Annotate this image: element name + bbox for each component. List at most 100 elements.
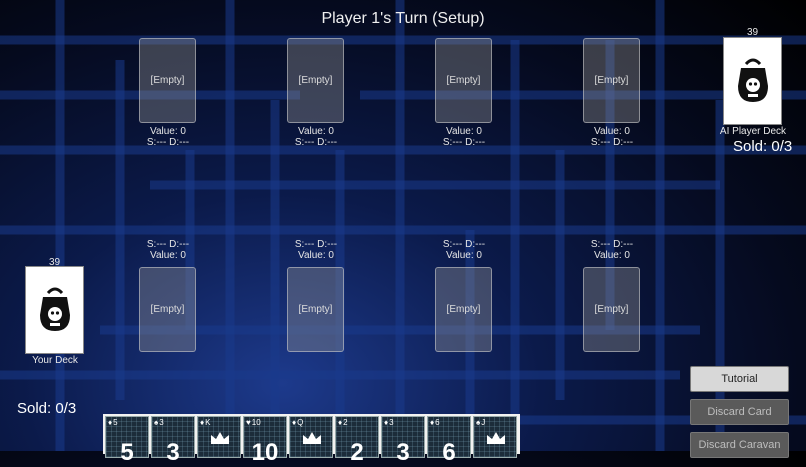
caravan-suit-direction: S:--- D:--- bbox=[590, 137, 634, 148]
heart-icon: ♥ bbox=[246, 418, 251, 427]
caravan-suit-direction: S:--- D:--- bbox=[590, 239, 634, 250]
maze-background bbox=[0, 0, 806, 451]
jester-icon bbox=[486, 431, 506, 450]
spade-icon: ♠ bbox=[476, 418, 481, 427]
card-corner: ♦6 bbox=[430, 418, 440, 427]
slot-label: [Empty] bbox=[446, 75, 481, 86]
card-corner: ♦5 bbox=[108, 418, 118, 427]
diamond-icon: ♦ bbox=[384, 418, 389, 427]
ai-caravan-slot-4[interactable]: [Empty] bbox=[583, 38, 640, 123]
player-deck[interactable] bbox=[25, 266, 84, 354]
card-corner: ♦Q bbox=[292, 418, 303, 427]
card-rank: K bbox=[205, 418, 211, 427]
caravan-value: Value: 0 bbox=[298, 250, 334, 261]
slot-label: [Empty] bbox=[150, 304, 185, 315]
hand-card[interactable]: ♦6 6 bbox=[427, 416, 471, 466]
card-pattern bbox=[428, 417, 470, 457]
player-sold-counter: Sold: 0/3 bbox=[17, 400, 77, 417]
discard-card-button[interactable]: Discard Card bbox=[690, 399, 789, 425]
caravan-value: Value: 0 bbox=[150, 126, 186, 137]
ai-deck bbox=[723, 37, 782, 125]
card-corner: ♥10 bbox=[246, 418, 261, 427]
card-pattern bbox=[336, 417, 378, 457]
player-caravan-slot-2[interactable]: [Empty] bbox=[287, 267, 344, 352]
player-caravan-slot-4[interactable]: [Empty] bbox=[583, 267, 640, 352]
player-caravan-info-1: S:--- D:--- Value: 0 bbox=[108, 239, 228, 261]
caravan-value: Value: 0 bbox=[594, 126, 630, 137]
diamond-icon: ♦ bbox=[338, 418, 343, 427]
player-caravan-slot-3[interactable]: [Empty] bbox=[435, 267, 492, 352]
card-rank: 10 bbox=[251, 418, 261, 427]
slot-label: [Empty] bbox=[594, 304, 629, 315]
card-big-value: 2 bbox=[350, 439, 364, 466]
slot-label: [Empty] bbox=[150, 75, 185, 86]
ai-caravan-info-3: Value: 0 S:--- D:--- bbox=[404, 126, 524, 148]
crown-icon bbox=[302, 431, 322, 450]
discard-caravan-button[interactable]: Discard Caravan bbox=[690, 432, 789, 458]
vault-bag-icon bbox=[737, 58, 768, 102]
player-caravan-info-2: S:--- D:--- Value: 0 bbox=[256, 239, 376, 261]
card-corner: ♦3 bbox=[384, 418, 394, 427]
diamond-icon: ♦ bbox=[430, 418, 435, 427]
ai-deck-label: AI Player Deck bbox=[719, 126, 787, 137]
spade-icon: ♠ bbox=[154, 418, 159, 427]
ai-caravan-info-2: Value: 0 S:--- D:--- bbox=[256, 126, 376, 148]
slot-label: [Empty] bbox=[298, 304, 333, 315]
caravan-suit-direction: S:--- D:--- bbox=[442, 137, 486, 148]
slot-label: [Empty] bbox=[594, 75, 629, 86]
card-corner: ♦2 bbox=[338, 418, 348, 427]
caravan-value: Value: 0 bbox=[594, 250, 630, 261]
ai-caravan-slot-1[interactable]: [Empty] bbox=[139, 38, 196, 123]
card-corner: ♦K bbox=[200, 418, 210, 427]
caravan-suit-direction: S:--- D:--- bbox=[146, 137, 190, 148]
player-caravan-info-4: S:--- D:--- Value: 0 bbox=[552, 239, 672, 261]
vault-bag-icon bbox=[39, 287, 70, 331]
caravan-value: Value: 0 bbox=[298, 126, 334, 137]
tutorial-button[interactable]: Tutorial bbox=[690, 366, 789, 392]
card-big-value: 3 bbox=[396, 439, 410, 466]
card-big-value: 3 bbox=[166, 439, 180, 466]
hand-card[interactable]: ♦Q bbox=[289, 416, 333, 458]
caravan-value: Value: 0 bbox=[446, 126, 482, 137]
player-deck-label: Your Deck bbox=[32, 355, 78, 366]
card-pattern bbox=[106, 417, 148, 457]
player-caravan-info-3: S:--- D:--- Value: 0 bbox=[404, 239, 524, 261]
caravan-suit-direction: S:--- D:--- bbox=[442, 239, 486, 250]
diamond-icon: ♦ bbox=[292, 418, 297, 427]
card-big-value: 10 bbox=[251, 439, 279, 466]
hand-card[interactable]: ♠J bbox=[473, 416, 517, 458]
hand-card[interactable]: ♦K bbox=[197, 416, 241, 458]
player-deck-count: 39 bbox=[48, 257, 61, 268]
ai-sold-counter: Sold: 0/3 bbox=[733, 138, 793, 155]
turn-title: Player 1's Turn (Setup) bbox=[321, 10, 485, 27]
diamond-icon: ♦ bbox=[200, 418, 205, 427]
diamond-icon: ♦ bbox=[108, 418, 113, 427]
card-rank: 5 bbox=[113, 418, 118, 427]
ai-caravan-slot-3[interactable]: [Empty] bbox=[435, 38, 492, 123]
card-rank: 3 bbox=[389, 418, 394, 427]
card-pattern bbox=[244, 417, 286, 457]
caravan-suit-direction: S:--- D:--- bbox=[146, 239, 190, 250]
card-rank: 3 bbox=[159, 418, 164, 427]
card-pattern bbox=[382, 417, 424, 457]
ai-caravan-slot-2[interactable]: [Empty] bbox=[287, 38, 344, 123]
card-rank: J bbox=[481, 418, 486, 427]
card-big-value: 6 bbox=[442, 439, 456, 466]
ai-caravan-info-1: Value: 0 S:--- D:--- bbox=[108, 126, 228, 148]
player-caravan-slot-1[interactable]: [Empty] bbox=[139, 267, 196, 352]
card-rank: 2 bbox=[343, 418, 348, 427]
card-rank: Q bbox=[297, 418, 304, 427]
caravan-value: Value: 0 bbox=[150, 250, 186, 261]
ai-caravan-info-4: Value: 0 S:--- D:--- bbox=[552, 126, 672, 148]
caravan-suit-direction: S:--- D:--- bbox=[294, 137, 338, 148]
slot-label: [Empty] bbox=[446, 304, 481, 315]
card-big-value: 5 bbox=[120, 439, 134, 466]
slot-label: [Empty] bbox=[298, 75, 333, 86]
caravan-value: Value: 0 bbox=[446, 250, 482, 261]
